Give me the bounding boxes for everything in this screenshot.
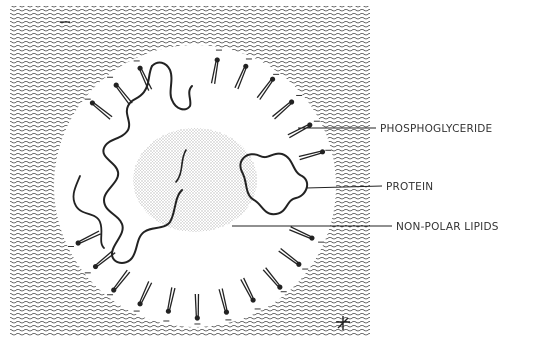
lipid-head <box>166 309 171 314</box>
lipid-head <box>320 149 325 154</box>
lipid-head <box>90 100 95 105</box>
lipid-head <box>277 285 282 290</box>
label-non-polar-lipids: NON-POLAR LIPIDS <box>396 221 499 233</box>
lipid-head <box>224 310 229 315</box>
lipid-head <box>93 264 98 269</box>
label-phosphoglyceride: PHOSPHOGLYCERIDE <box>380 123 492 135</box>
lipid-head <box>195 315 200 320</box>
lipid-head <box>270 77 275 82</box>
lipid-head <box>289 99 294 104</box>
lipid-head <box>251 297 256 302</box>
lipid-head <box>309 235 314 240</box>
lipid-head <box>307 122 312 127</box>
lipid-head <box>137 66 142 71</box>
lipid-head <box>76 240 81 245</box>
lipid-head <box>296 262 301 267</box>
lipid-head <box>114 83 119 88</box>
label-protein: PROTEIN <box>386 181 433 193</box>
lipid-head <box>137 301 142 306</box>
lipid-head <box>215 57 220 62</box>
lipid-head <box>243 64 248 69</box>
non-polar-lipid-core <box>133 128 257 232</box>
lipid-head <box>111 287 116 292</box>
